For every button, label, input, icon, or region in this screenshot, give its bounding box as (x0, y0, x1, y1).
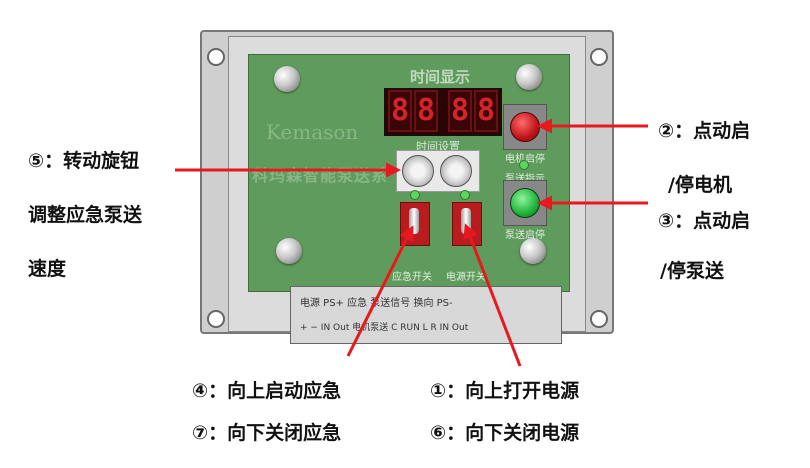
pump-indicator-led (519, 160, 529, 170)
callout-5-line1: ⑤：转动旋钮 (28, 150, 140, 172)
callout-7: ⑦：向下关闭应急 (192, 422, 342, 444)
screw-top-left (274, 66, 300, 92)
time-setting-label: 时间设置 (416, 140, 460, 153)
motor-start-stop-label: 电机启停 (505, 150, 545, 165)
screw-bottom-right (520, 238, 546, 264)
time-display-label: 时间显示 (410, 68, 471, 86)
screw-top-right (516, 64, 542, 90)
digit-1: 8 (388, 90, 412, 132)
pump-start-stop-label: 泵送启停 (505, 230, 545, 241)
mount-hole-top-right (590, 48, 608, 66)
power-led (460, 190, 470, 200)
callout-1: ①：向上打开电源 (430, 380, 580, 402)
power-toggle-switch[interactable] (461, 208, 471, 234)
callout-5-line2: 调整应急泵送 (28, 204, 143, 226)
callout-2-line2: /停电机 (668, 174, 732, 196)
arrow-1-power-toggle (463, 223, 522, 367)
callout-5-line3: 速度 (28, 258, 67, 280)
screw-bottom-left (276, 238, 302, 264)
time-setting-knob-right[interactable] (440, 155, 472, 187)
terminal-sublabels: + − IN Out 电机泵送 C RUN L R IN Out (300, 323, 469, 333)
callout-6: ⑥：向下关闭电源 (430, 422, 580, 444)
terminal-labels: 电源 PS+ 应急 泵送信号 换向 PS- (300, 298, 453, 309)
pump-indicator-label: 泵送指示 (505, 170, 545, 185)
callout-4: ④：向上启动应急 (192, 380, 342, 402)
digit-3: 8 (448, 90, 472, 132)
power-switch-label: 电源开关 (446, 272, 486, 283)
arrow-4-emergency-toggle (346, 225, 414, 357)
motor-start-stop-button[interactable] (510, 112, 540, 142)
terminal-block (290, 286, 562, 344)
callout-3-line2: /停泵送 (660, 260, 724, 282)
emergency-toggle-switch[interactable] (409, 208, 419, 234)
mount-hole-bottom-left (207, 310, 225, 328)
callout-3-line1: ③：点动启 (658, 210, 751, 232)
emergency-led (410, 190, 420, 200)
digit-2: 8 (414, 90, 438, 132)
callout-2-line1: ②：点动启 (658, 120, 751, 142)
emergency-switch-label: 应急开关 (392, 272, 432, 283)
digit-4: 8 (474, 90, 498, 132)
time-setting-knob-left[interactable] (402, 155, 434, 187)
brand-label: Kemason (266, 120, 359, 144)
mount-hole-top-left (207, 48, 225, 66)
mount-hole-bottom-right (590, 310, 608, 328)
